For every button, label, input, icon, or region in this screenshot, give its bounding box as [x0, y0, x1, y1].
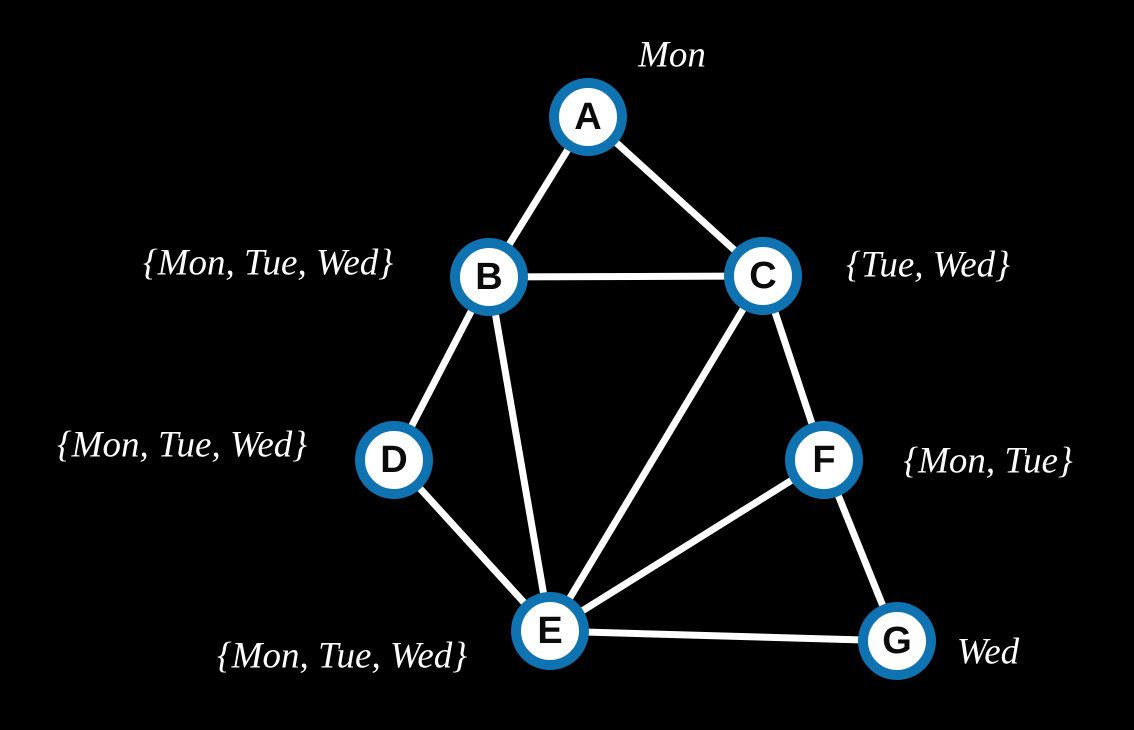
node-letter-C: C: [749, 255, 777, 297]
node-B: B: [450, 238, 528, 316]
domain-label-B: {Mon, Tue, Wed}: [142, 242, 394, 284]
node-C: C: [724, 237, 802, 315]
domain-label-F: {Mon, Tue}: [903, 440, 1073, 482]
domain-label-E: {Mon, Tue, Wed}: [216, 635, 468, 677]
edge-C-E: [546, 272, 767, 635]
domain-label-G: Wed: [956, 631, 1020, 673]
node-A: A: [549, 78, 627, 156]
node-letter-G: G: [882, 620, 912, 662]
node-letter-E: E: [537, 610, 563, 652]
domain-label-C: {Tue, Wed}: [846, 244, 1010, 286]
edge-B-E: [485, 273, 554, 635]
node-E: E: [511, 592, 589, 670]
edge-E-F: [546, 456, 828, 635]
domain-label-A: Mon: [638, 34, 706, 76]
domain-label-D: {Mon, Tue, Wed}: [56, 424, 308, 466]
node-G: G: [858, 602, 936, 680]
node-letter-B: B: [475, 256, 503, 298]
node-F: F: [785, 421, 863, 499]
node-letter-D: D: [380, 439, 408, 481]
node-D: D: [355, 421, 433, 499]
edge-E-G: [546, 627, 901, 645]
node-letter-F: F: [812, 439, 836, 481]
edge-B-C: [485, 272, 767, 281]
node-letter-A: A: [574, 96, 602, 138]
